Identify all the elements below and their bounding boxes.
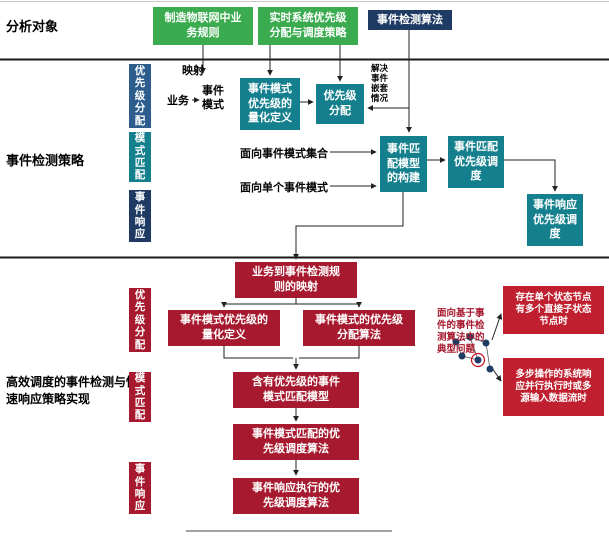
business-label: 业务 <box>167 94 189 107</box>
state-node <box>486 365 494 373</box>
mapping-label: 映射 <box>182 64 204 77</box>
sidebar-pattern-matching: 模式匹配 <box>129 132 151 182</box>
box-priority-assignment: 优先级分配 <box>316 84 364 124</box>
box-response-scheduling-algorithm: 事件响应执行的优先级调度算法 <box>233 478 359 514</box>
box-response-priority-scheduling: 事件响应优先级调度 <box>527 194 583 246</box>
state-node <box>474 356 482 364</box>
pattern-set-label: 面向事件模式集合 <box>240 147 328 160</box>
box-priority-assignment-algorithm: 事件模式的优先级分配算法 <box>303 310 415 346</box>
box-match-model-construction: 事件匹配模型的构建 <box>380 136 427 192</box>
sidebar-event-response: 事件响应 <box>129 190 151 242</box>
event-pattern-label: 事件模式 <box>202 84 224 112</box>
section-label-strategy: 事件检测策略 <box>6 154 85 169</box>
box-multi-step-case: 多步操作的系统响应并行执行时或多源输入数据流时 <box>503 358 604 416</box>
typical-problems-annotation: 面向基于事件的事件检测算法中的典型问题 <box>437 308 485 355</box>
section-label-implementation: 高效调度的事件检测与快速响应策略实现 <box>6 375 139 407</box>
sidebar-priority-assignment: 优先级分配 <box>129 64 151 128</box>
box-priority-match-model: 含有优先级的事件模式匹配模型 <box>233 372 359 408</box>
box-single-node-case: 存在单个状态节点有多个直接子状态节点时 <box>503 286 604 334</box>
box-match-priority-scheduling: 事件匹配优先级调度 <box>448 136 504 188</box>
box-quantified-definition-impl: 事件模式优先级的量化定义 <box>168 310 280 346</box>
nesting-note: 解决事件嵌套情况 <box>371 64 389 105</box>
box-priority-scheduling-strategy: 实时系统优先级分配与调度策略 <box>258 7 358 45</box>
box-match-scheduling-algorithm: 事件模式匹配的优先级调度算法 <box>233 424 359 460</box>
box-quantified-definition: 事件模式优先级的量化定义 <box>240 78 300 130</box>
box-business-rules: 制造物联网中业务规则 <box>153 7 253 45</box>
section-label-analysis: 分析对象 <box>6 20 59 35</box>
box-event-detection-algorithm: 事件检测算法 <box>368 10 452 30</box>
sidebar-priority-assignment-impl: 优先级分配 <box>129 288 151 352</box>
single-pattern-label: 面向单个事件模式 <box>240 181 328 194</box>
sidebar-pattern-matching-impl: 模式匹配 <box>129 372 151 422</box>
sidebar-event-response-impl: 事件响应 <box>129 462 151 514</box>
box-rule-mapping: 业务到事件检测规则的映射 <box>235 262 357 298</box>
